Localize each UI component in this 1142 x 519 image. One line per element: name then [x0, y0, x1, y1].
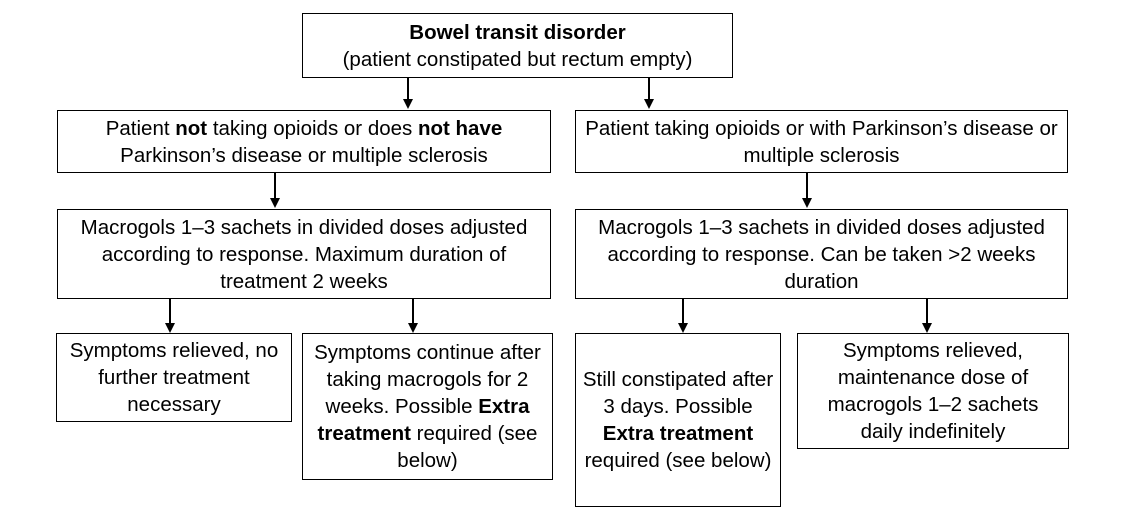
left-treatment-box: Macrogols 1–3 sachets in divided doses a… [57, 209, 551, 299]
left-condition-text-3: Parkinson’s disease or multiple sclerosi… [120, 143, 488, 167]
right-treatment-text: Macrogols 1–3 sachets in divided doses a… [598, 215, 1045, 293]
right-treatment-box: Macrogols 1–3 sachets in divided doses a… [575, 209, 1068, 299]
right-relieved-text: Symptoms relieved, maintenance dose of m… [827, 339, 1039, 443]
top-box-subtitle: (patient constipated but rectum empty) [342, 47, 693, 71]
right-constipated-bold-extra-treatment: Extra treatment [602, 422, 754, 445]
right-relieved-box: Symptoms relieved, maintenance dose of m… [797, 333, 1069, 449]
right-constipated-text-2: required (see below) [584, 449, 772, 472]
left-continue-text-1: Symptoms continue after taking macrogols… [314, 341, 541, 418]
left-treatment-text: Macrogols 1–3 sachets in divided doses a… [80, 215, 528, 293]
right-constipated-text-1: Still constipated after 3 days. Possible [582, 368, 774, 418]
left-condition-box: Patient not taking opioids or does not h… [57, 110, 551, 173]
top-box-title: Bowel transit disorder [409, 20, 626, 44]
left-condition-bold-not-have: not have [417, 116, 503, 140]
left-relieved-box: Symptoms relieved, no further treatment … [56, 333, 292, 422]
left-condition-text-1: Patient [105, 116, 176, 140]
left-relieved-text: Symptoms relieved, no further treatment … [69, 339, 279, 416]
left-condition-bold-not: not [175, 116, 208, 140]
right-condition-box: Patient taking opioids or with Parkinson… [575, 110, 1068, 173]
top-box-bowel-transit-disorder: Bowel transit disorder (patient constipa… [302, 13, 733, 78]
right-constipated-box: Still constipated after 3 days. Possible… [575, 333, 781, 507]
left-continue-text-2: required (see below) [397, 422, 538, 472]
left-continue-bold-extra-treatment: Extra treatment [317, 395, 530, 445]
left-continue-box: Symptoms continue after taking macrogols… [302, 333, 553, 480]
left-condition-text-2: taking opioids or does [207, 116, 418, 140]
right-condition-text: Patient taking opioids or with Parkinson… [585, 116, 1058, 167]
